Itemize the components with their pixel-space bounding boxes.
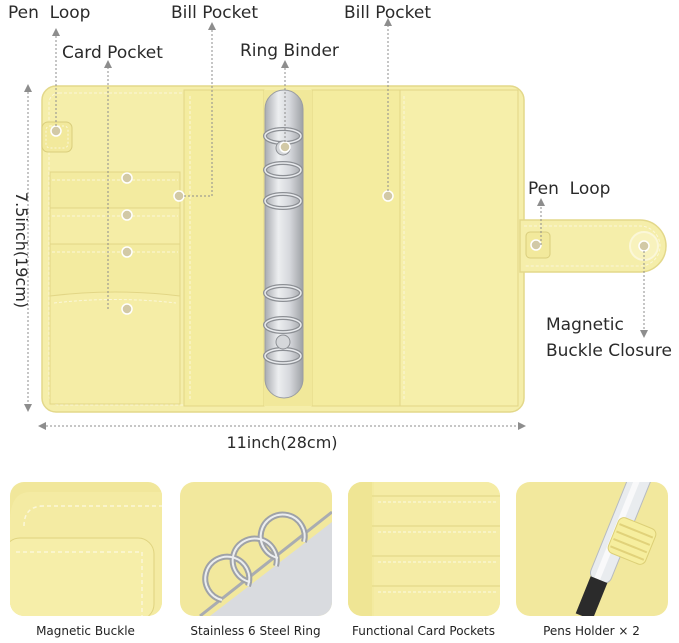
pen-loop-right-label: Pen Loop [528, 179, 610, 199]
caption-pen-holder: Pens Holder × 2 [543, 624, 640, 638]
card-pocket-label: Card Pocket [62, 43, 163, 63]
magnetic-label-line1: Magnetic [546, 315, 624, 335]
magnetic-closure-tab [519, 219, 667, 273]
ring-mechanism [263, 89, 304, 399]
guide-arrowheads [52, 18, 648, 338]
guide-lines [55, 26, 645, 330]
dimension-ticks [24, 84, 526, 430]
caption-card-pockets: Functional Card Pockets [351, 624, 496, 638]
thumb-pen-holder [516, 482, 668, 616]
magnetic-buckle-image [10, 482, 162, 616]
width-dimension-label: 11inch(28cm) [226, 433, 337, 452]
card-pockets-image [348, 482, 500, 616]
main-diagram: Pen Loop Card Pocket Bill Pocket Ring Bi… [8, 3, 672, 452]
bill-pocket-right-label: Bill Pocket [344, 3, 431, 23]
pen-loop-left-label: Pen Loop [8, 3, 90, 23]
guide-markers [50, 125, 650, 315]
ring-binder-label: Ring Binder [240, 41, 339, 61]
binder-body [41, 85, 525, 413]
caption-steel-ring: Stainless 6 Steel Ring [190, 624, 321, 638]
pen-holder-image [516, 482, 668, 616]
magnetic-label-line2: Buckle Closure [546, 341, 672, 361]
steel-ring-image [180, 482, 332, 616]
dimension-lines [27, 88, 522, 427]
height-dimension-label: 7.5inch(19cm) [12, 192, 31, 308]
bill-pocket-left-label: Bill Pocket [171, 3, 258, 23]
caption-magnetic-buckle: Magnetic Buckle [36, 624, 135, 638]
thumb-steel-ring [180, 482, 332, 616]
thumb-card-pockets [348, 482, 500, 616]
thumb-magnetic-buckle [10, 482, 162, 616]
